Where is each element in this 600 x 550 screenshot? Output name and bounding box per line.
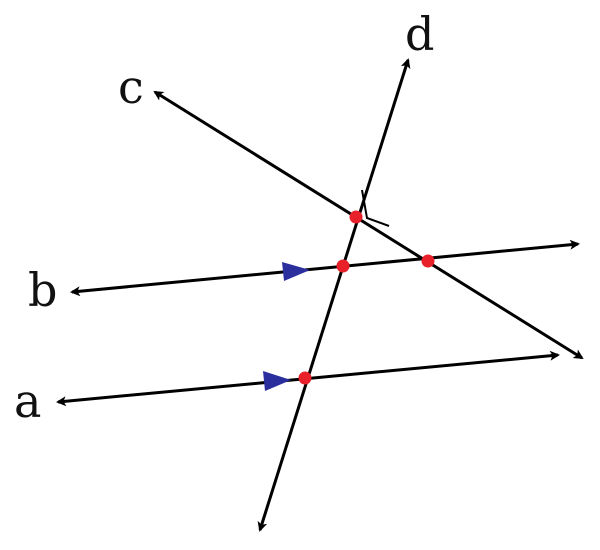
intersection-point-bc <box>421 254 435 268</box>
right-angle-mark <box>361 189 390 227</box>
intersection-point-cd <box>349 210 363 224</box>
label-b: b <box>28 263 57 317</box>
label-c: c <box>118 60 144 114</box>
parallel-marker-b <box>282 262 310 281</box>
intersection-point-ad <box>298 371 312 385</box>
label-d: d <box>405 7 434 61</box>
line-b <box>70 239 580 297</box>
parallel-marker-a <box>263 371 291 391</box>
intersection-point-bd <box>336 259 350 273</box>
line-d <box>257 58 411 532</box>
line-c <box>153 90 584 360</box>
label-a: a <box>14 374 41 428</box>
